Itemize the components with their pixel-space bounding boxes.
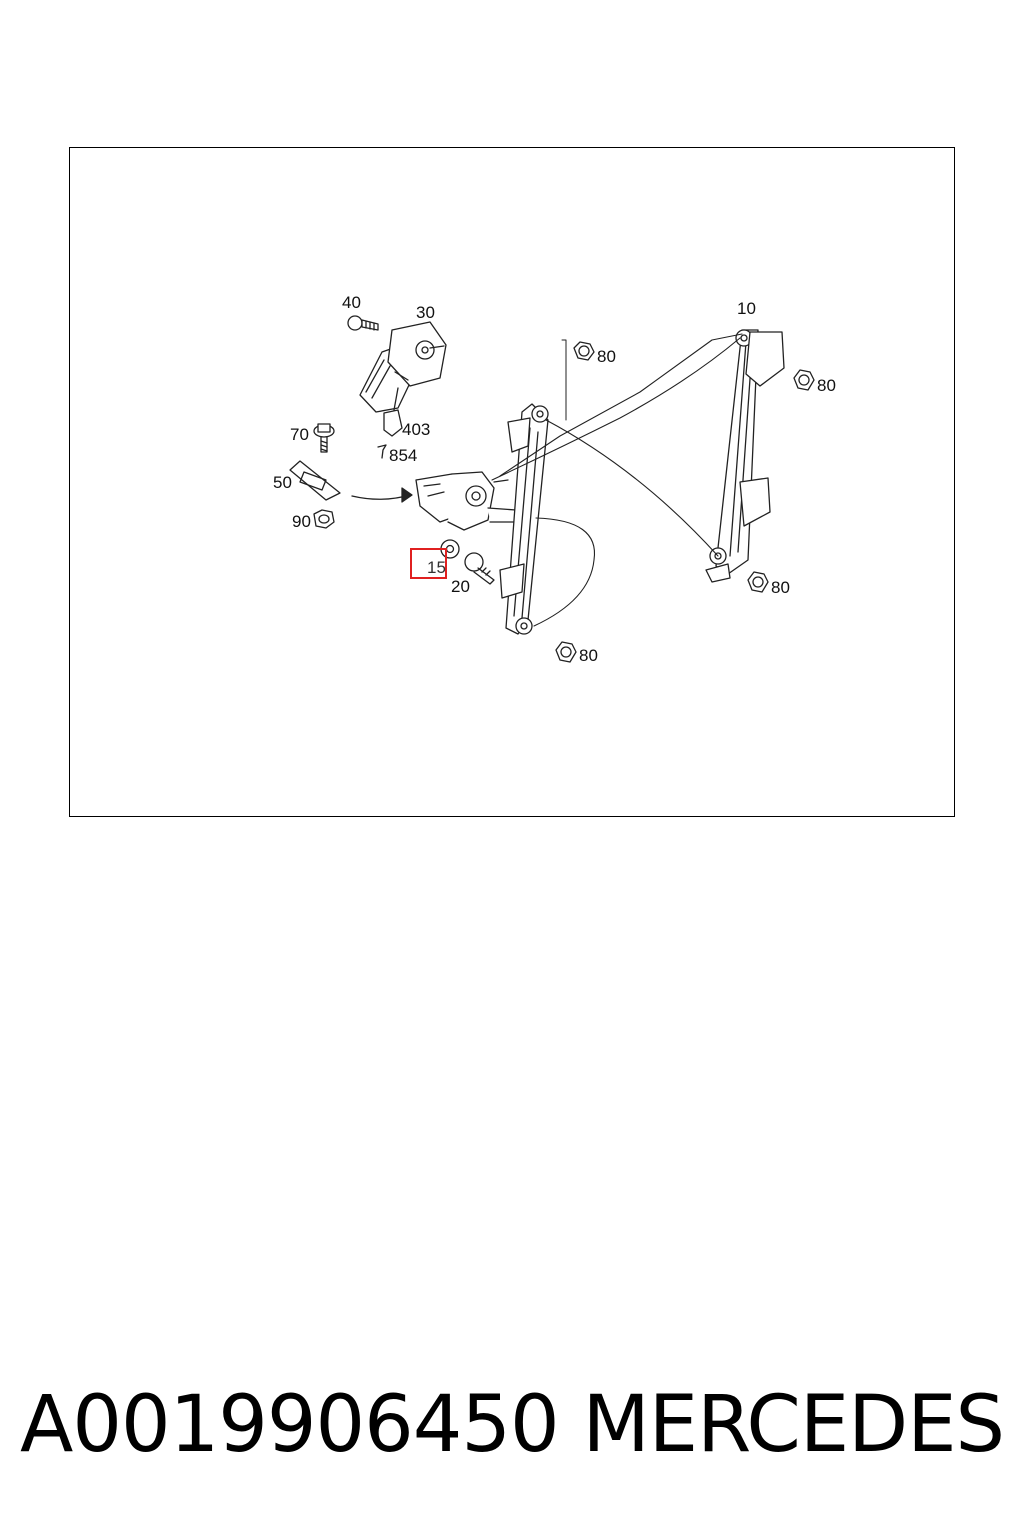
nut-80-lower-right (747, 571, 769, 593)
callout-40: 40 (342, 293, 361, 312)
assembly-arrow (351, 494, 411, 500)
connector-403 (383, 387, 403, 437)
callout-80-top: 80 (597, 347, 616, 366)
rear-guide-rail (705, 329, 785, 583)
callout-80-lower-right: 80 (771, 578, 790, 597)
brand-name: MERCEDES (582, 1380, 1005, 1470)
bolt-70 (313, 423, 335, 453)
nut-80-right (793, 369, 815, 391)
bracket-50 (289, 460, 341, 501)
front-guide-rail (499, 403, 549, 635)
callout-20: 20 (451, 577, 470, 596)
pin-20 (464, 552, 495, 585)
part-number: A0019906450 (20, 1380, 560, 1470)
highlight-box-15 (410, 548, 447, 579)
callout-70: 70 (290, 425, 309, 444)
callout-80-right: 80 (817, 376, 836, 395)
callout-854: 854 (389, 446, 417, 465)
nut-80-bottom (555, 641, 577, 663)
cable-routing (491, 333, 743, 627)
callout-10: 10 (737, 299, 756, 318)
screw-40 (347, 315, 379, 331)
callout-50: 50 (273, 473, 292, 492)
nut-80-top (573, 341, 595, 361)
callout-30: 30 (416, 303, 435, 322)
diagram-frame (69, 147, 955, 817)
leader-line (561, 339, 567, 421)
footer: A0019906450 MERCEDES (20, 1370, 1005, 1480)
callout-15: 15 (427, 558, 446, 577)
callout-90: 90 (292, 512, 311, 531)
nut-90 (313, 509, 335, 529)
mounted-motor (415, 471, 517, 531)
assembly-arrowhead (401, 487, 413, 503)
pin-854 (377, 444, 387, 459)
window-motor (359, 321, 447, 413)
callout-403: 403 (402, 420, 430, 439)
callout-80-bottom: 80 (579, 646, 598, 665)
